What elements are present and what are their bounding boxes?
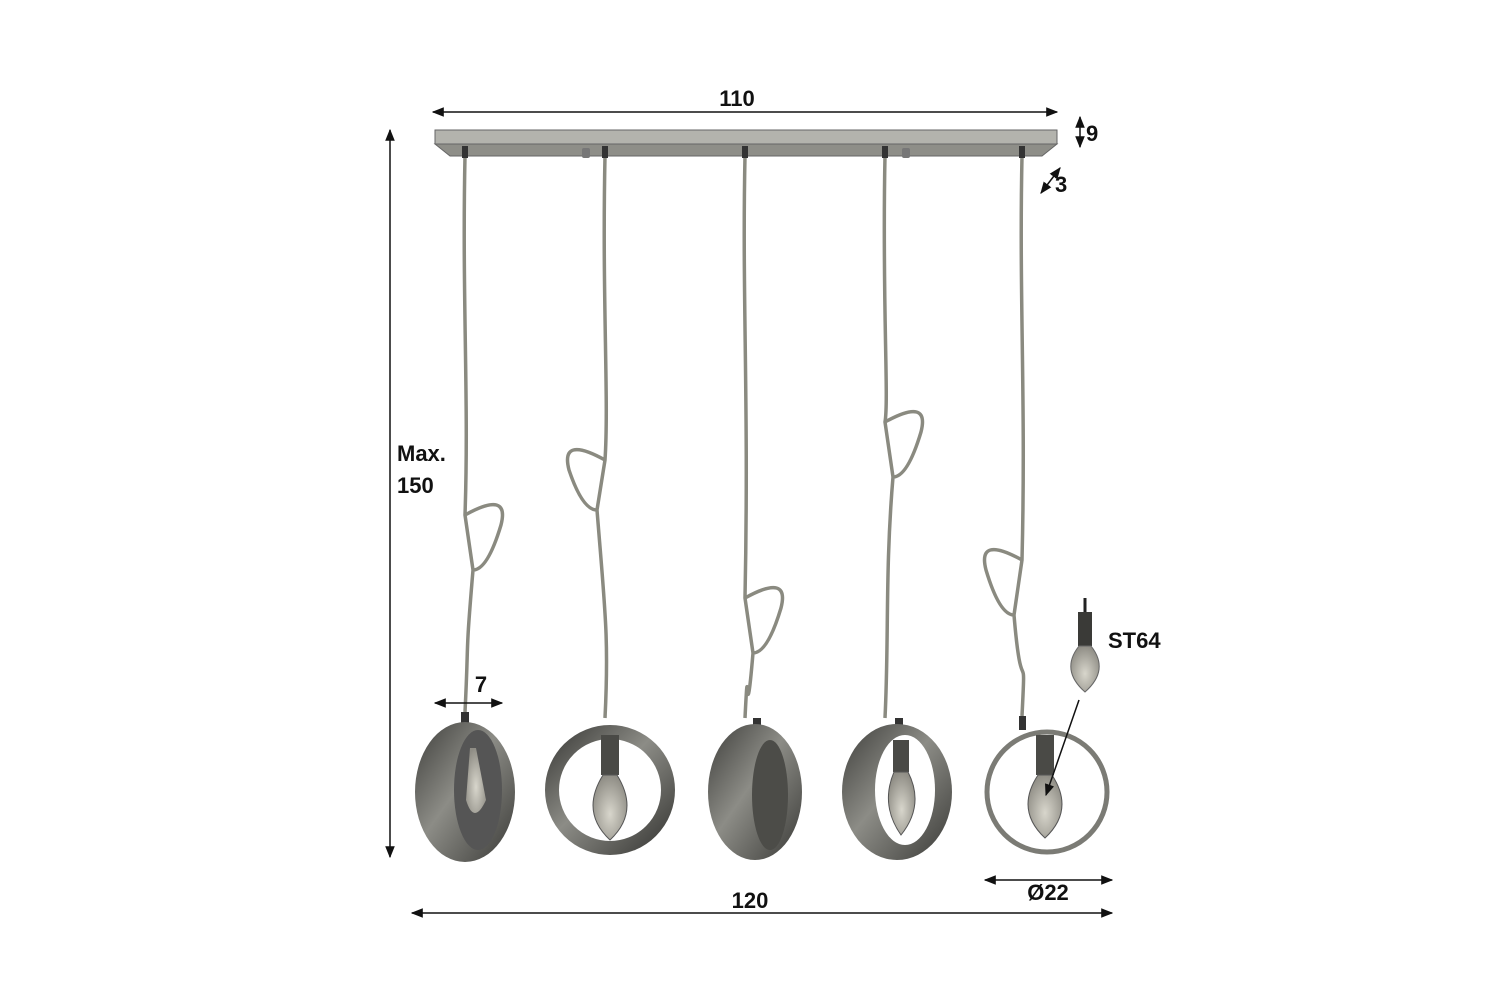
shade-diameter-label: Ø22: [1027, 880, 1069, 905]
max-height-label-2: 150: [397, 473, 434, 498]
cord-1: [462, 155, 505, 713]
cord-2: [565, 155, 609, 719]
bar-height-label: 9: [1086, 121, 1098, 146]
lamp-shade-2: [545, 725, 675, 855]
st64-bulb-icon: [1045, 598, 1100, 797]
lamp-shade-1: [415, 712, 515, 862]
bar-depth-label: 3: [1055, 172, 1067, 197]
cord-connector-4: [882, 146, 888, 158]
cord-3: [742, 155, 785, 719]
lamp-shade-4: [842, 718, 952, 860]
bulb-type-label: ST64: [1108, 628, 1161, 653]
cord-connector-1: [462, 146, 468, 158]
lamp-shade-5: [984, 716, 1110, 855]
bar-length-label: 110: [719, 86, 755, 111]
lamp-shade-3: [708, 718, 802, 860]
max-height-label-1: Max.: [397, 441, 446, 466]
bar-depth-arrow: [1040, 167, 1061, 194]
shade-depth-label: 7: [475, 672, 487, 697]
total-width-label: 120: [732, 888, 769, 913]
cord-connector-5: [1019, 146, 1025, 158]
cords: [462, 146, 1026, 719]
cord-connector-2: [602, 146, 608, 158]
cord-connector-3: [742, 146, 748, 158]
cord-5: [982, 155, 1026, 717]
cord-4: [882, 155, 925, 719]
